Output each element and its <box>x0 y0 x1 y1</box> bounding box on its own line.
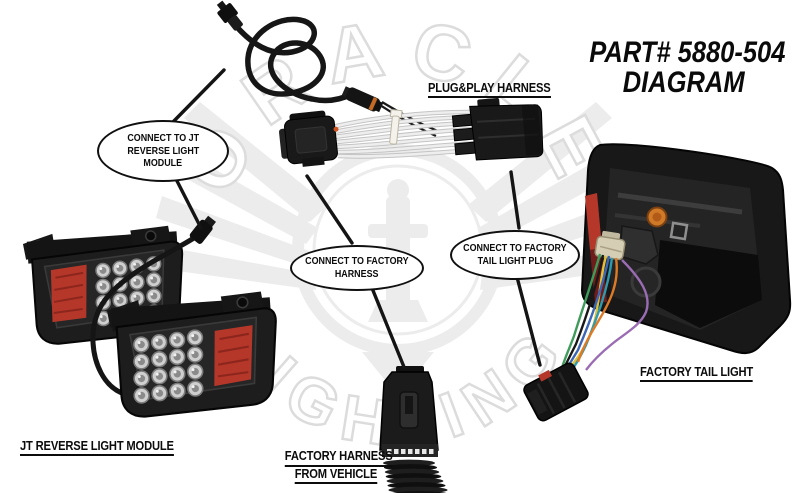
part-number-text: PART# 5880-504 <box>589 36 786 69</box>
plug-play-harness-illustration <box>216 0 544 167</box>
label-plug-play-harness: PLUG&PLAY HARNESS <box>428 80 571 98</box>
pointer-jt-callout-to-module <box>174 177 203 230</box>
label-factory-harness-from-vehicle: FACTORY HARNESS FROM VEHICLE <box>276 448 396 485</box>
pointer-factory-harness-callout-to-plug <box>370 286 406 369</box>
pointer-connector-to-factory-harness-callout <box>305 174 354 245</box>
reverse-light-module-front <box>107 291 277 418</box>
callout-connect-to-jt-module: CONNECT TO JT REVERSE LIGHT MODULE <box>97 120 229 182</box>
zip-tie <box>389 109 403 145</box>
tail-light-wires <box>560 253 649 373</box>
factory-tail-light-illustration <box>523 143 792 422</box>
factory-tail-light-plug <box>523 362 589 422</box>
factory-harness-illustration <box>379 366 448 493</box>
callout-connect-to-factory-harness: CONNECT TO FACTORY HARNESS <box>290 245 424 291</box>
module-pigtail-connector <box>189 215 217 244</box>
red-reflector <box>214 325 253 387</box>
label-jt-reverse-light-module: JT REVERSE LIGHT MODULE <box>20 438 199 456</box>
pointer-tail-light-callout-to-plug <box>515 275 542 367</box>
connector-pins <box>387 449 434 454</box>
harness-barrel-connector <box>341 86 384 113</box>
callout-connect-to-tail-light-plug: CONNECT TO FACTORY TAIL LIGHT PLUG <box>450 230 580 280</box>
tail-light-red-strip <box>585 193 602 250</box>
harness-coiled-cable <box>233 16 354 104</box>
pointer-coil-to-jt-callout <box>170 68 226 125</box>
red-reflector <box>50 264 87 323</box>
pointer-connector-to-tail-light-callout <box>509 170 521 230</box>
harness-left-connector <box>278 110 339 167</box>
label-factory-tail-light: FACTORY TAIL LIGHT <box>640 364 771 382</box>
bulb-socket <box>619 225 659 265</box>
harness-right-connector <box>451 97 544 161</box>
page-title: PART# 5880-504 DIAGRAM <box>572 38 796 98</box>
beige-bulb-connector <box>594 230 626 261</box>
watermark-arc-top-text: ORACLE <box>164 1 632 207</box>
pointer-lines <box>170 68 542 369</box>
corrugated-tube <box>383 459 448 493</box>
jt-reverse-light-modules-illustration <box>22 215 277 418</box>
harness-top-connector <box>216 0 243 31</box>
module-pigtail-wire <box>90 233 199 398</box>
diagram-text: DIAGRAM <box>623 66 745 99</box>
